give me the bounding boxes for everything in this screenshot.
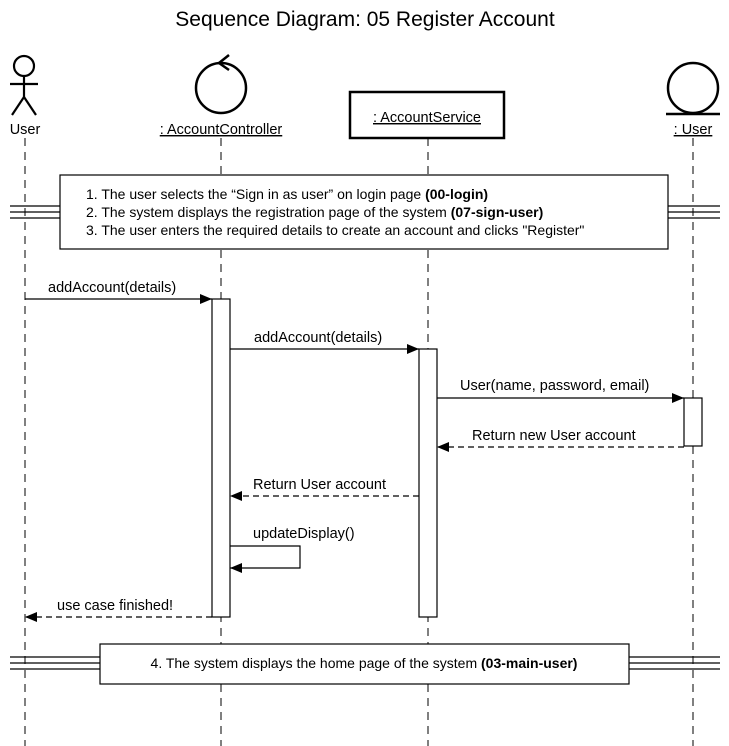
message-4[interactable]: Return new User account [437, 428, 684, 452]
note-top-line-3: 3. The user enters the required details … [86, 222, 584, 238]
message-6-arrow [230, 545, 301, 573]
control-icon [194, 54, 248, 115]
entity-icon [666, 61, 720, 116]
note-bottom-frame: 4. The system displays the home page of … [10, 643, 720, 685]
message-1[interactable]: addAccount(details) [25, 280, 212, 304]
message-4-label: Return new User account [472, 428, 636, 444]
user-entity-label: : User [674, 122, 713, 138]
message-2[interactable]: addAccount(details) [230, 330, 419, 354]
message-3[interactable]: User(name, password, email) [437, 378, 684, 403]
message-6-label: updateDisplay() [253, 526, 355, 542]
activation-user-entity [683, 397, 703, 447]
message-7-label: use case finished! [57, 598, 173, 614]
account-service-label: : AccountService [373, 110, 481, 126]
message-3-label: User(name, password, email) [460, 378, 649, 394]
message-7[interactable]: use case finished! [25, 598, 212, 622]
message-5[interactable]: Return User account [230, 477, 419, 501]
participant-user-entity[interactable]: : User [666, 61, 720, 138]
account-controller-label: : AccountController [160, 122, 283, 138]
message-1-label: addAccount(details) [48, 280, 176, 296]
note-top-box [59, 174, 669, 250]
diagram-title: Sequence Diagram: 05 Register Account [175, 8, 555, 31]
participant-account-service[interactable]: : AccountService [348, 90, 506, 140]
note-top-line-2: 2. The system displays the registration … [86, 204, 543, 220]
activation-account-service [418, 348, 438, 618]
actor-user-label: User [10, 122, 41, 138]
stick-figure-icon [10, 54, 38, 116]
actor-user[interactable]: User [10, 54, 41, 138]
participant-account-controller[interactable]: : AccountController [160, 54, 283, 138]
message-2-label: addAccount(details) [254, 330, 382, 346]
activations [211, 298, 703, 618]
account-service-box [348, 90, 506, 140]
note-bottom-box [99, 643, 630, 685]
activation-account-controller [211, 298, 231, 618]
note-top-line-1: 1. The user selects the “Sign in as user… [86, 186, 488, 202]
note-top-frame: 1. The user selects the “Sign in as user… [10, 174, 720, 250]
message-5-label: Return User account [253, 477, 386, 493]
note-bottom-line-1: 4. The system displays the home page of … [151, 655, 578, 671]
message-6-self[interactable]: updateDisplay() [230, 526, 355, 573]
